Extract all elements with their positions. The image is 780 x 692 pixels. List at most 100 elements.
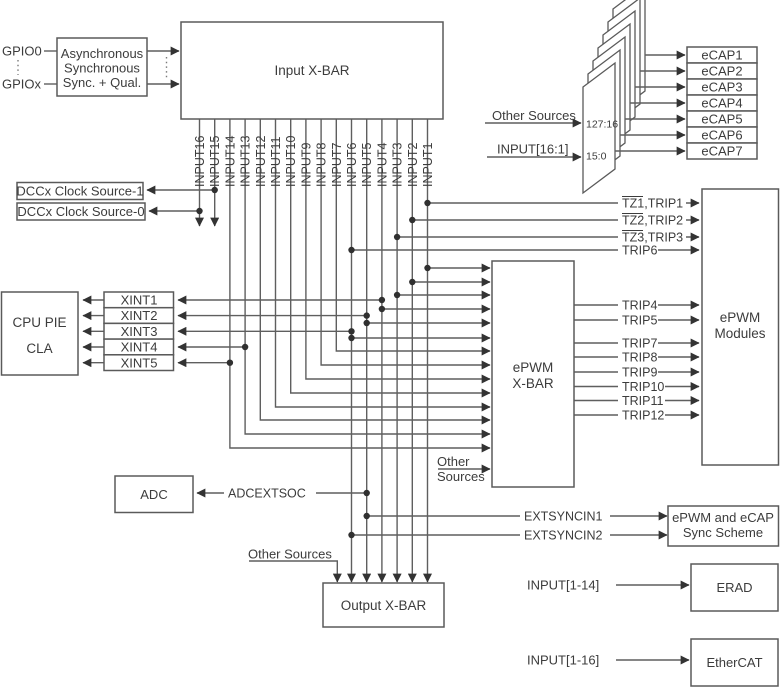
dot-input2-epwm <box>409 278 416 286</box>
adc-label: ADC <box>140 487 167 502</box>
dot-input5-adcextsoc <box>363 489 370 497</box>
sync-qual-box <box>56 37 148 97</box>
erad-box <box>690 563 779 612</box>
blocks: Asynchronous Synchronous Sync. + Qual. I… <box>0 21 780 687</box>
input4-label: INPUT4 <box>375 143 389 188</box>
trip11-label-bg <box>618 394 665 407</box>
static-labels: GPIO0 GPIOx Other Sources INPUT[16:1] Ot… <box>2 44 576 562</box>
trip12-label: TRIP12 <box>622 409 664 423</box>
dcc-clock-source1-box <box>16 181 144 201</box>
input14-line <box>229 119 491 453</box>
tz2-label-bg <box>618 213 686 227</box>
sync-qual-line3: Sync. + Qual. <box>63 75 141 90</box>
input2-label: INPUT2 <box>406 143 420 188</box>
dot-input5-extsyncin1 <box>363 512 370 520</box>
dot-input5-xint2 <box>363 312 370 319</box>
trip9-label-bg <box>618 365 658 379</box>
output-xbar-label: Output X-BAR <box>341 598 427 613</box>
ecap4-label: eCAP4 <box>701 96 742 111</box>
extsyncin1-label-bg <box>520 509 610 523</box>
input8-line <box>320 119 491 370</box>
xint1-label: XINT1 <box>121 293 158 308</box>
trip7-label: TRIP7 <box>622 337 657 351</box>
ecap3-label: eCAP3 <box>701 80 742 95</box>
output-xbar-box <box>322 582 445 628</box>
input7-line <box>335 119 491 356</box>
dot-input6-epwm <box>348 334 355 342</box>
epwm-modules-box <box>701 188 780 466</box>
ecap-mux-stack: 127:16 15:0 <box>582 0 646 195</box>
sync-scheme-label1: ePWM and eCAP <box>672 510 774 525</box>
input5-label: INPUT5 <box>360 143 374 188</box>
dot-input3-epwm <box>393 291 401 299</box>
sync-qual-line2: Synchronous <box>64 61 140 76</box>
xint2-label: XINT2 <box>121 308 158 323</box>
input-xbar-label: Input X-BAR <box>274 63 349 78</box>
dot-input15-dcc1 <box>211 186 218 194</box>
ecap1-label: eCAP1 <box>701 48 742 63</box>
trip7-label-bg <box>618 336 658 350</box>
dot-input4-xint1 <box>378 296 386 304</box>
input12-line <box>259 119 491 425</box>
tz3-label-bg <box>618 230 686 244</box>
gpio0-label: GPIO0 <box>2 44 42 59</box>
input-xbar-box <box>180 21 444 120</box>
erad-input-range-label: INPUT[1-14] <box>527 578 599 593</box>
sync-scheme-box <box>667 505 780 547</box>
dot-input3-tz3 <box>393 233 401 241</box>
mux-upper-range-label: 127:16 <box>586 119 618 131</box>
input16-label: INPUT16 <box>193 136 207 187</box>
extsyncin2-label: EXTSYNCIN2 <box>524 529 603 543</box>
dot-input4-epwm <box>378 305 386 313</box>
trip6-label-bg <box>618 243 658 257</box>
trip11-label: TRIP11 <box>622 394 663 408</box>
erad-label: ERAD <box>716 580 752 595</box>
junction-dots <box>196 186 431 539</box>
xint3-label: XINT3 <box>121 324 158 339</box>
dot-input13-xint4 <box>241 343 249 351</box>
dot-input14-xint5 <box>226 359 234 366</box>
input6-label: INPUT6 <box>345 143 359 188</box>
input-line-labels: INPUT16 INPUT15 INPUT14 INPUT13 INPUT12 … <box>193 136 435 187</box>
input13-line <box>244 119 491 439</box>
input7-label: INPUT7 <box>330 143 344 188</box>
input3-label: INPUT3 <box>391 143 405 188</box>
epwm-modules-label1: ePWM <box>720 310 761 325</box>
output-xbar-other-sources-line <box>249 560 342 583</box>
tz1-label-bg <box>618 196 686 210</box>
input9-label: INPUT9 <box>299 143 313 188</box>
trip10-label-bg <box>618 380 665 393</box>
dcc-clock-source0-box <box>16 202 146 221</box>
gpiox-label: GPIOx <box>2 77 42 92</box>
ethercat-input-range-label: INPUT[1-16] <box>527 653 599 668</box>
ecap2-label: eCAP2 <box>701 64 742 79</box>
dot-input1-epwm <box>424 264 431 272</box>
dot-input6-extsyncin2 <box>348 531 355 539</box>
tz2-trip2-label: TZ2,TRIP2 <box>622 214 683 228</box>
adc-box <box>114 475 194 514</box>
epwm-xbar-box <box>491 260 575 488</box>
xint4-label: XINT4 <box>121 340 158 355</box>
output-xbar-other-sources-label: Other Sources <box>248 547 332 562</box>
dot-input5-epwm <box>363 319 370 327</box>
cpu-pie-cla-box <box>0 291 79 376</box>
trip9-label: TRIP9 <box>622 366 657 380</box>
trip8-label: TRIP8 <box>622 351 657 365</box>
dot-input6-trip6 <box>348 246 355 254</box>
signal-labels: TZ1,TRIP1 TZ2,TRIP2 TZ3,TRIP3 TRIP6 TRIP… <box>224 195 686 668</box>
dcc-clock-source1-label: DCCx Clock Source-1 <box>16 184 143 199</box>
input1-label: INPUT1 <box>421 143 435 188</box>
ecap-output-lines <box>615 50 686 156</box>
ethercat-box <box>690 638 779 687</box>
mux-input-bus-label: INPUT[16:1] <box>497 142 569 157</box>
input10-label: INPUT10 <box>284 136 298 187</box>
epwm-other-sources-label2: Sources <box>437 469 485 484</box>
dot-input2-tz2 <box>409 216 416 224</box>
input9-line <box>305 119 491 384</box>
trip10-label: TRIP10 <box>622 380 664 394</box>
xint5-box <box>103 354 175 372</box>
input14-label: INPUT14 <box>223 136 237 187</box>
epwm-modules-label2: Modules <box>714 326 765 341</box>
input8-label: INPUT8 <box>315 143 329 188</box>
